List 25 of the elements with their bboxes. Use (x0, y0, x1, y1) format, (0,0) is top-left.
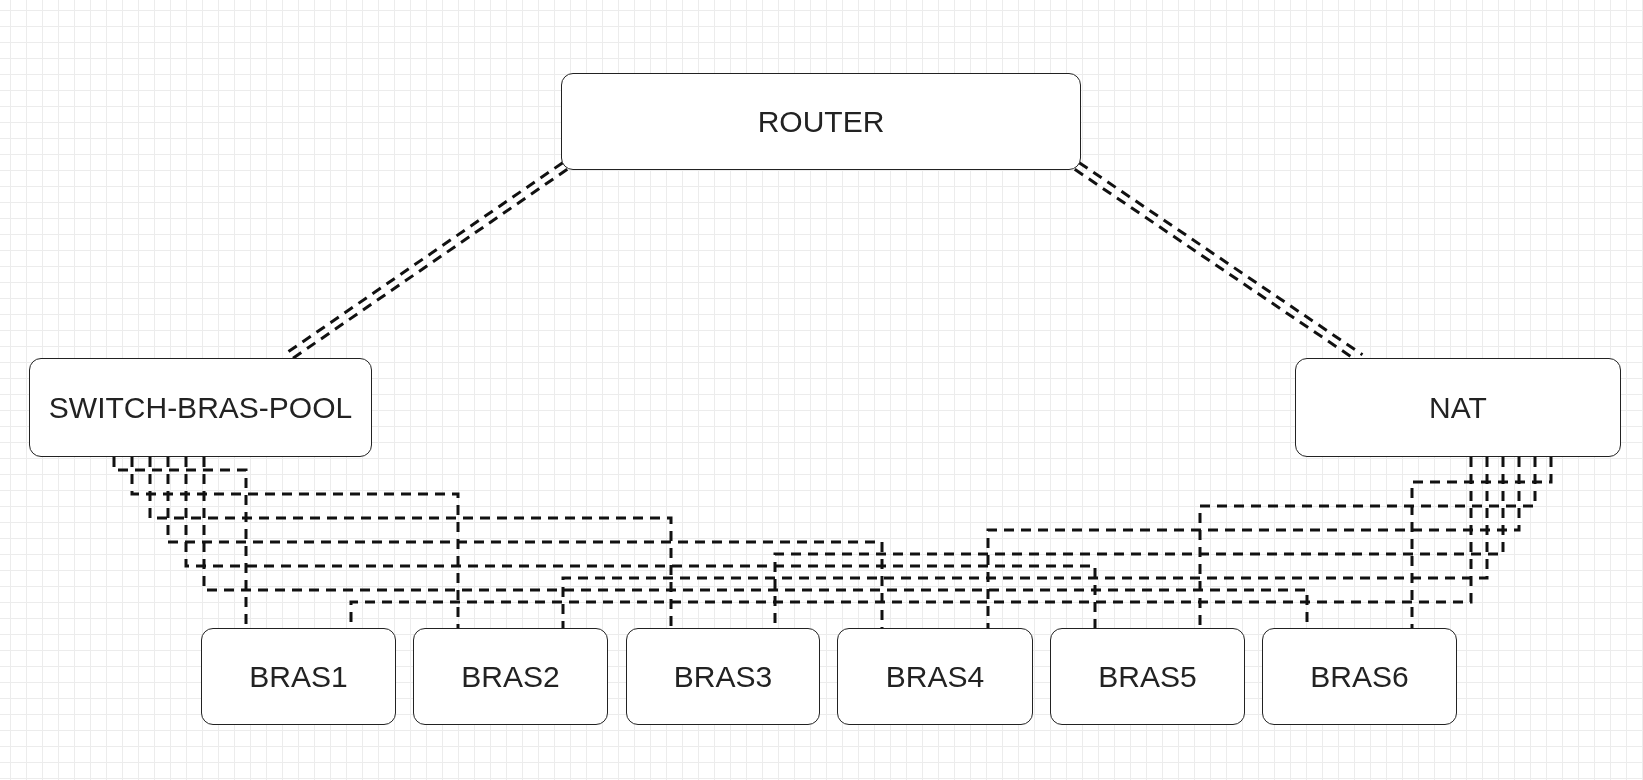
node-label: BRAS5 (1098, 660, 1197, 693)
network-node-box (413, 628, 608, 725)
node-label: BRAS2 (461, 660, 560, 693)
node-label: BRAS1 (249, 660, 348, 693)
network-node-box (1262, 628, 1457, 725)
dashed-connector (184, 457, 1097, 628)
dashed-connector (148, 457, 673, 628)
router-box (561, 73, 1081, 170)
network-node-box (626, 628, 820, 725)
node-label: SWITCH-BRAS-POOL (47, 391, 354, 424)
network-node-box (29, 358, 372, 457)
node-label: BRAS6 (1310, 660, 1409, 693)
dashed-connector (1198, 457, 1537, 628)
node-label: BRAS4 (885, 660, 985, 693)
dashed-connector (561, 457, 1489, 628)
node-label: NAT (1429, 391, 1487, 424)
network-node-box (201, 628, 396, 725)
network-node-box (837, 628, 1033, 725)
node-label: ROUTER (757, 105, 885, 138)
dashed-connector (986, 457, 1521, 628)
dashed-connector (1410, 457, 1553, 628)
node-label: BRAS3 (673, 660, 773, 693)
dashed-connector (130, 457, 460, 628)
network-node-box (1050, 628, 1245, 725)
network-node-box (1295, 358, 1621, 457)
